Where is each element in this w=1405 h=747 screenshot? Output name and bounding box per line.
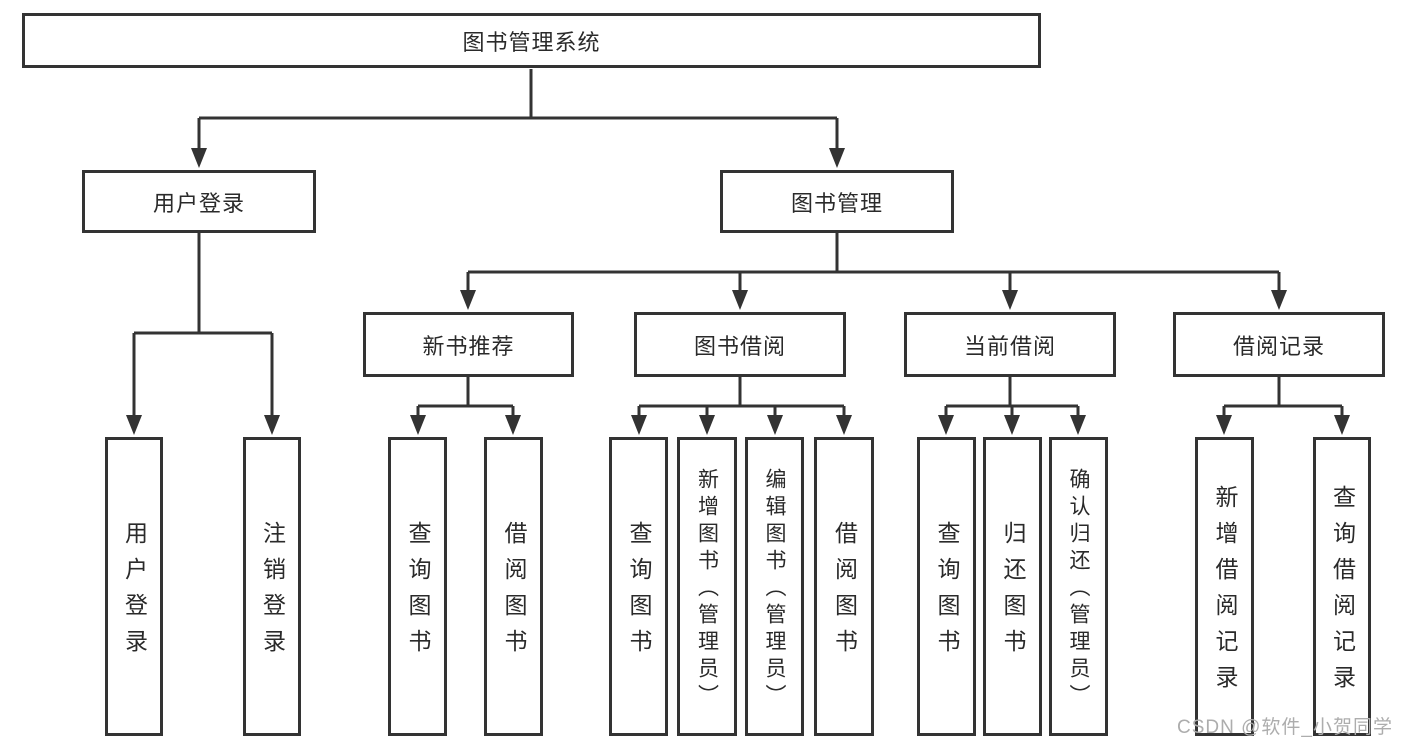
arrow-down-icon: [1004, 415, 1020, 435]
arrow-down-icon: [767, 415, 783, 435]
node-label: 图书管理: [790, 190, 883, 216]
arrow-down-icon: [1070, 415, 1086, 435]
arrowheads: [126, 148, 1350, 435]
node-label: 用户登录: [152, 190, 245, 216]
arrow-down-icon: [126, 415, 142, 435]
node-book-borrowing: 图书借阅: [634, 312, 846, 377]
edge-userlogin-to-leaves: [132, 233, 274, 417]
node-book-management: 图书管理: [720, 170, 954, 233]
connector-lines: [132, 69, 1344, 417]
node-user-login: 用户登录: [82, 170, 316, 233]
leaf-label: 编辑图书（管理员）: [763, 468, 786, 711]
leaf-query-books-1: 查询图书: [388, 437, 447, 736]
node-label: 当前借阅: [963, 333, 1056, 359]
arrow-down-icon: [191, 148, 207, 168]
node-label: 图书管理系统: [462, 29, 601, 55]
arrow-down-icon: [264, 415, 280, 435]
leaf-label: 查询图书: [405, 521, 431, 665]
edge-root-to-level2: [197, 69, 839, 150]
arrow-down-icon: [938, 415, 954, 435]
leaf-query-books-3: 查询图书: [917, 437, 976, 736]
leaf-label: 查询图书: [626, 521, 652, 665]
arrow-down-icon: [1216, 415, 1232, 435]
leaf-label: 确认归还（管理员）: [1067, 468, 1090, 711]
edge-newbook-to-leaves: [416, 377, 515, 417]
arrow-down-icon: [505, 415, 521, 435]
leaf-logout: 注销登录: [243, 437, 301, 736]
watermark: CSDN @软件_小贺同学: [1177, 717, 1393, 738]
edge-bookmgmt-to-level3: [466, 233, 1281, 292]
node-new-book-recommendation: 新书推荐: [363, 312, 574, 377]
leaf-label: 新增图书（管理员）: [695, 468, 719, 711]
edge-borrow-to-leaves: [637, 377, 846, 417]
arrow-down-icon: [460, 290, 476, 310]
leaf-add-borrow-record: 新增借阅记录: [1195, 437, 1254, 736]
arrow-down-icon: [631, 415, 647, 435]
arrow-down-icon: [1334, 415, 1350, 435]
leaf-query-books-2: 查询图书: [609, 437, 668, 736]
leaf-label: 用户登录: [121, 521, 148, 665]
leaf-label: 归还图书: [1000, 521, 1026, 665]
arrow-down-icon: [1271, 290, 1287, 310]
node-library-management-system: 图书管理系统: [22, 13, 1041, 68]
node-label: 新书推荐: [422, 333, 515, 359]
leaf-query-borrow-record: 查询借阅记录: [1313, 437, 1371, 736]
leaf-borrow-books-1: 借阅图书: [484, 437, 543, 736]
leaf-edit-books-admin: 编辑图书（管理员）: [745, 437, 804, 736]
leaf-label: 借阅图书: [831, 521, 858, 665]
leaf-label: 新增借阅记录: [1212, 485, 1238, 701]
leaf-confirm-return-admin: 确认归还（管理员）: [1049, 437, 1108, 736]
edge-records-to-leaves: [1222, 377, 1344, 417]
node-label: 借阅记录: [1232, 333, 1325, 359]
arrow-down-icon: [1002, 290, 1018, 310]
leaf-user-login: 用户登录: [105, 437, 163, 736]
arrow-down-icon: [836, 415, 852, 435]
leaf-add-books-admin: 新增图书（管理员）: [677, 437, 737, 736]
leaf-label: 注销登录: [259, 521, 286, 665]
leaf-borrow-books-2: 借阅图书: [814, 437, 874, 736]
edge-current-to-leaves: [944, 377, 1080, 417]
node-current-borrowing: 当前借阅: [904, 312, 1116, 377]
leaf-label: 借阅图书: [501, 521, 527, 665]
node-borrowing-records: 借阅记录: [1173, 312, 1385, 377]
arrow-down-icon: [699, 415, 715, 435]
leaf-label: 查询图书: [934, 521, 960, 665]
arrow-down-icon: [732, 290, 748, 310]
node-label: 图书借阅: [693, 333, 786, 359]
leaf-label: 查询借阅记录: [1329, 485, 1356, 701]
arrow-down-icon: [410, 415, 426, 435]
arrow-down-icon: [829, 148, 845, 168]
leaf-return-books: 归还图书: [983, 437, 1042, 736]
